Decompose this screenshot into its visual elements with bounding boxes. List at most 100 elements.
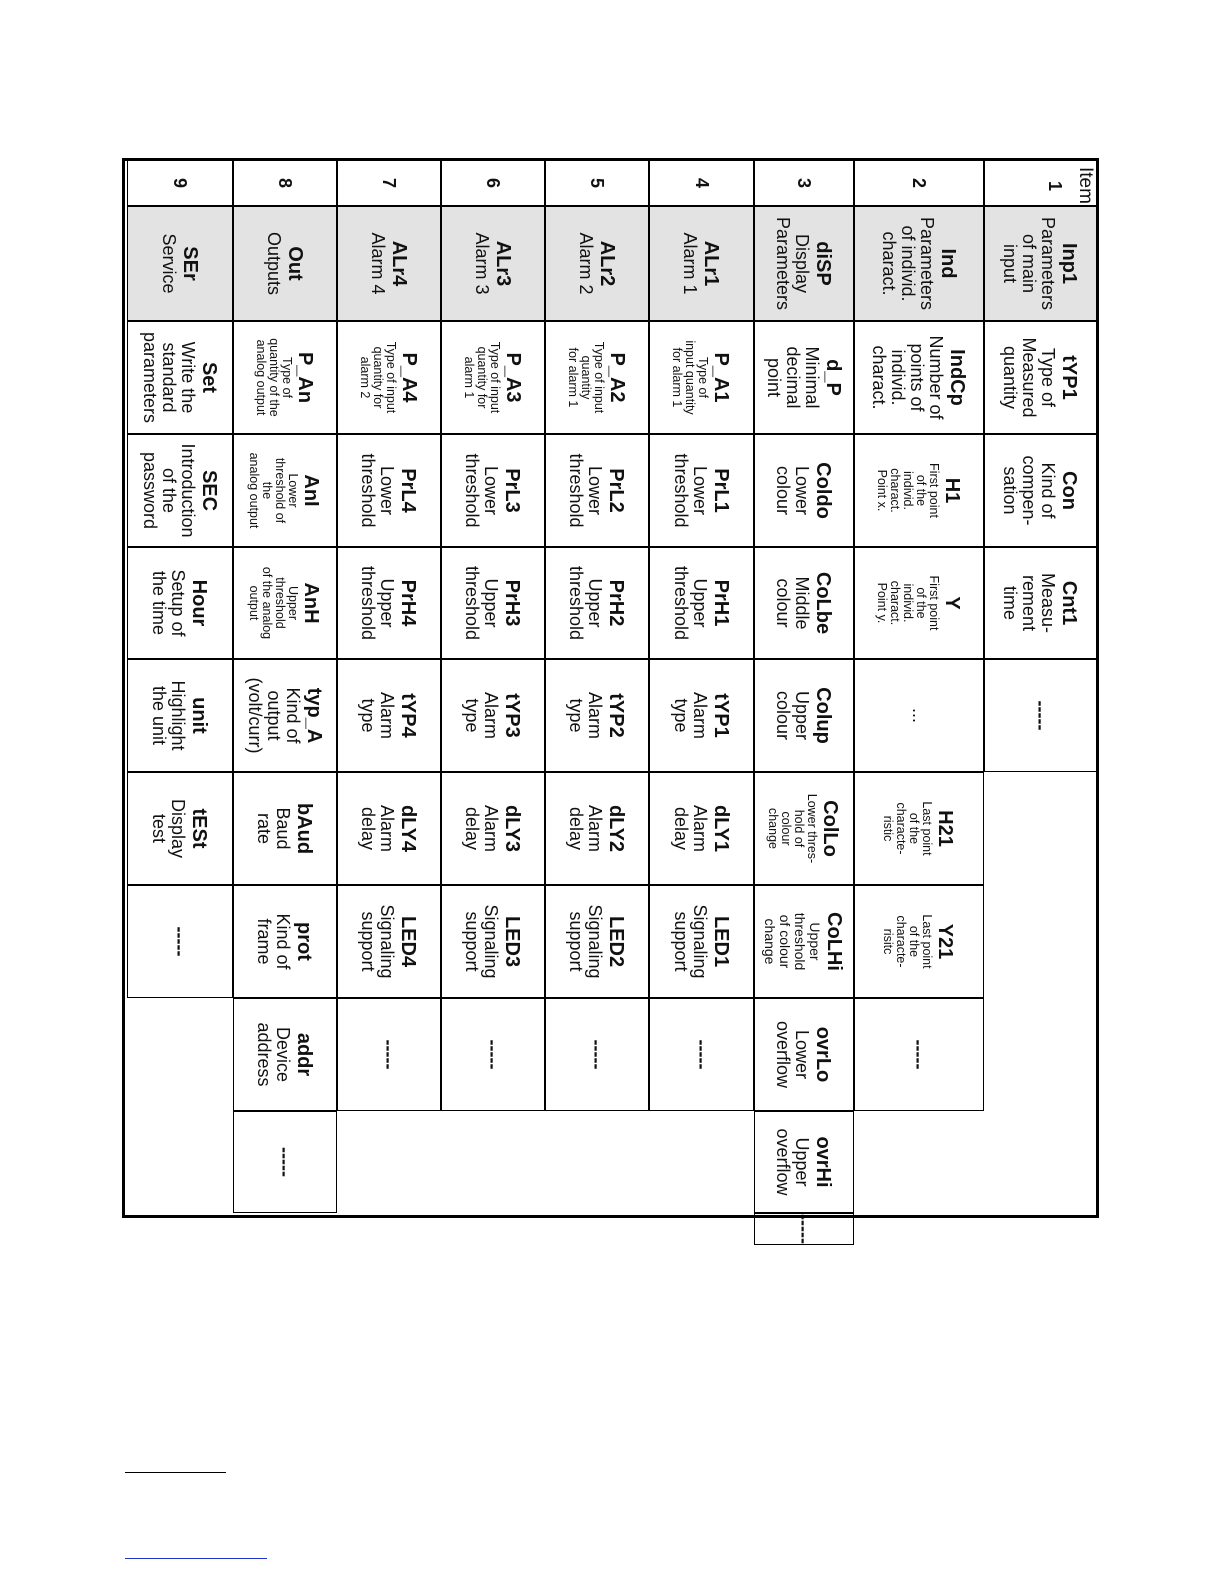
parameter-code: ALr4 bbox=[388, 240, 410, 287]
parameter-code: Out bbox=[284, 246, 306, 281]
parameter-code: prot bbox=[293, 922, 316, 961]
parameter-code: PrH4 bbox=[397, 579, 420, 627]
parameter-description: Type of input quantity for alarm 1 bbox=[670, 340, 711, 415]
parameter-code: P_A2 bbox=[606, 352, 628, 403]
parameter-code: LED2 bbox=[605, 915, 628, 968]
parameter-code: Set bbox=[198, 361, 220, 394]
parameter-code: H1 bbox=[941, 477, 963, 504]
parameter-code: Coldo bbox=[812, 462, 835, 519]
item-number-cell: 6 bbox=[441, 160, 545, 206]
parameter-description: Signaling support bbox=[566, 904, 606, 979]
parameter-code: AnH bbox=[300, 582, 323, 624]
empty-placeholder-cell: ... bbox=[854, 659, 984, 772]
parameter-description: Lower thres- hold of colour change bbox=[766, 793, 820, 864]
parameter-description: Alarm type bbox=[358, 691, 398, 739]
placeholder-dashes: ----- bbox=[1031, 700, 1051, 731]
parameter-description: Upper threshold bbox=[462, 565, 502, 641]
parameter-code: unit bbox=[188, 697, 211, 734]
placeholder-dashes: ----- bbox=[275, 1147, 296, 1177]
placeholder-dashes: ----- bbox=[483, 1039, 504, 1070]
empty-placeholder-cell: ----- bbox=[754, 1213, 854, 1245]
parameter-code: PrL4 bbox=[397, 468, 420, 513]
placeholder-dashes: ... bbox=[909, 707, 930, 723]
parameter-description: Display test bbox=[149, 798, 189, 859]
parameter-description: Type of Measured quantity bbox=[1000, 337, 1059, 418]
footnote-link-underline[interactable] bbox=[125, 1558, 267, 1559]
parameter-description: Type of input quantity for alarm 1 bbox=[462, 341, 502, 414]
parameter-code: bAud bbox=[293, 802, 316, 855]
placeholder-dashes: ----- bbox=[170, 926, 191, 957]
parameter-description: Signaling support bbox=[462, 904, 502, 979]
item-number: 4 bbox=[692, 177, 712, 188]
parameter-description: Alarm 2 bbox=[576, 232, 596, 295]
parameter-description: Lower threshold of the analog output bbox=[247, 452, 301, 529]
parameter-description: Lower threshold bbox=[462, 453, 502, 528]
parameter-description: Alarm type bbox=[462, 691, 502, 739]
parameter-code: PrH1 bbox=[710, 579, 732, 627]
parameter-description: Kind of compen- sation bbox=[1000, 455, 1059, 526]
parameter-code: addr bbox=[293, 1032, 316, 1077]
parameter-description: Baud rate bbox=[254, 807, 294, 850]
parameter-description: Service bbox=[159, 233, 179, 294]
parameter-code: Y21 bbox=[934, 923, 957, 960]
parameter-code: P_An bbox=[294, 351, 316, 404]
parameter-description: Parameters of main input bbox=[1000, 216, 1059, 311]
parameter-description: Outputs bbox=[264, 231, 284, 296]
parameter-code: Inp1 bbox=[1058, 242, 1081, 285]
parameter-description: First point of the individ. charact. Poi… bbox=[875, 575, 941, 631]
parameter-code: H21 bbox=[934, 810, 957, 847]
parameter-description: Lower threshold bbox=[671, 453, 710, 528]
parameter-code: Con bbox=[1058, 471, 1081, 510]
parameter-description: Lower overflow bbox=[773, 1020, 813, 1089]
item-number-cell: 5 bbox=[545, 160, 649, 206]
parameter-code: tESt bbox=[188, 808, 211, 849]
parameter-description: Alarm 4 bbox=[368, 232, 388, 295]
empty-placeholder-cell: ----- bbox=[441, 998, 545, 1111]
parameter-description: Introduction of the password bbox=[140, 443, 198, 538]
parameter-code: ALr1 bbox=[700, 240, 723, 287]
parameter-description: Upper overflow bbox=[773, 1128, 813, 1196]
parameter-description: Upper threshold bbox=[566, 565, 606, 641]
item-number: 6 bbox=[483, 177, 504, 188]
parameter-code: P_A3 bbox=[502, 352, 524, 403]
parameter-description: Write the standard parameters bbox=[140, 331, 198, 424]
parameter-description: First point of the individ. charact. Poi… bbox=[875, 463, 941, 518]
parameter-code: Y bbox=[941, 596, 963, 610]
parameter-code: CoLbe bbox=[812, 571, 835, 635]
parameter-code: Colup bbox=[812, 687, 835, 744]
parameter-description: Alarm delay bbox=[358, 804, 398, 852]
item-number: 3 bbox=[794, 177, 815, 188]
parameter-description: Lower threshold bbox=[566, 453, 606, 528]
parameter-code: ovrLo bbox=[812, 1026, 835, 1083]
parameter-code: d_P bbox=[822, 359, 844, 396]
item-number: 7 bbox=[379, 177, 400, 188]
parameter-description: Signaling support bbox=[358, 904, 398, 979]
parameter-description: Lower threshold bbox=[358, 453, 398, 528]
parameter-code: tYP4 bbox=[397, 693, 420, 738]
